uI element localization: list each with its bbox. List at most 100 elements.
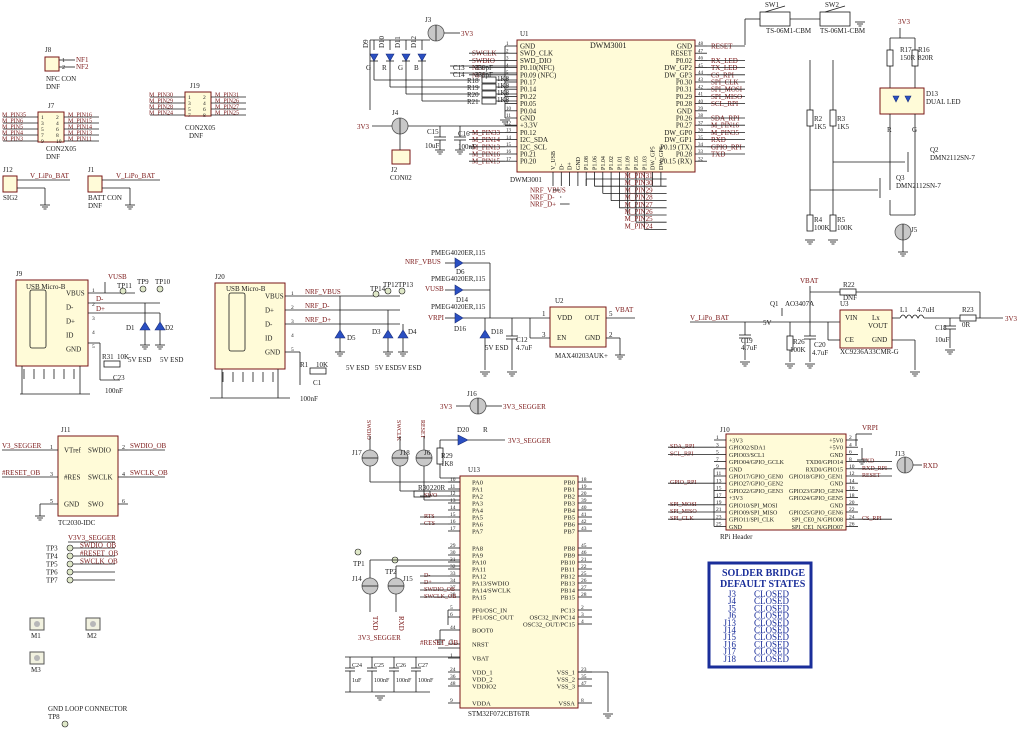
u13-right-num: 46 [581,550,587,556]
legend-state: CLOSED [754,603,790,613]
header-net: M_PIN24 [149,111,173,117]
u13-left-pin: PA15 [472,595,486,602]
legend-ref: J17 [723,647,736,657]
u1-right-num: 47 [698,49,704,54]
swd-label: RESET [419,420,425,439]
u1-bottom-net: M_PIN24 [625,222,654,230]
j10-right-num: 6 [849,450,852,456]
tp12-label: TP12 [383,281,399,289]
j1-battery: J1 BATT CON DNF V_LiPo_BAT [87,166,160,210]
j10-right-num: 10 [849,464,855,470]
d13-ref: D13 [926,90,939,98]
c15-cap: C15 10uF [425,126,446,155]
u1-right-num: 39 [698,107,704,112]
u1-right-pin: GND [677,43,692,51]
u2-num-5: 5 [609,310,613,318]
u13-right-num: 23 [581,667,587,673]
u13-right-num: 47 [581,681,587,687]
j4-net: 3V3 [357,123,370,131]
j10-right-pin: GPIO24/GPIO_GEN5 [789,496,843,502]
header-num: 5 [41,127,44,133]
c15-ref: C15 [427,128,439,136]
j7-ref: J7 [48,102,55,110]
d6-net: NRF_VBUS [405,258,441,266]
header-net: M_PIN16 [68,113,92,119]
u13-left-pin: PA13/SWDIO [472,581,510,588]
u1-left-num: 12 [506,121,512,126]
u1-left-pin: GND [520,43,535,51]
u1-left-num: 11 [506,114,511,119]
d16-ref: D16 [454,325,467,333]
testpoint-label: TP5 [46,561,58,569]
header-net: M_PIN6 [2,119,23,125]
legend-state: CLOSED [754,618,790,628]
header-num: 8 [56,133,59,139]
u1-left-num: 17 [506,157,512,162]
u13-right-num: 42 [581,519,587,525]
r5-val: 100K [837,224,853,232]
testpoint [66,560,74,568]
resistor-val: 1K8 [497,89,510,97]
j9-net-dp: D+ [96,305,105,313]
u13-right-pin: PB9 [564,553,575,560]
cdecap-net: 3V3_SEGGER [358,634,401,642]
usb-pin-num: 3 [291,319,294,325]
u1-right-num: 42 [698,85,704,90]
u1-right-pin: RESET [671,50,693,58]
j10-left-num: 13 [716,478,722,484]
j10-left-pin: GPIO04/GPIO_GCLK [729,460,785,466]
u1-right-pin: P0.27 [676,122,693,130]
j10-right-num: 20 [849,500,855,506]
r26-ref: R26 [793,338,805,346]
j10-left-num: 25 [716,522,722,528]
u2-num-3: 3 [542,331,546,339]
u13-right-pin: PB10 [561,560,575,567]
q1-v: 5V [763,319,772,327]
q2-ref: Q2 [930,146,939,154]
j8-dnf: DNF [46,83,60,91]
r23-ref: R23 [962,306,974,314]
u1-usb-net: NRF_D- [530,194,555,202]
u1-left-num: 9 [506,100,509,105]
u1-bottom-pin: P1.06 [593,156,599,170]
j10-right-pin: GPIO25/GPIO_GEN6 [789,511,843,517]
j11-left-pin: GND [64,501,79,509]
j12-name: SIG2 [3,194,18,202]
u13-right-pin: PB2 [564,494,575,501]
j13-ref: J13 [895,450,905,458]
header-num: 1 [188,95,191,101]
u1-bottom-pin: P1.04 [601,156,607,170]
u1-right-num: 36 [698,129,704,134]
u1-left-num: 3 [506,57,509,62]
u13-left-pin: PA0 [472,480,483,487]
u13-right-pin: PB3 [564,501,575,508]
legend-ref: J18 [723,654,736,664]
header-net: M_PIN3 [2,137,23,143]
resistor-ref: R21 [467,98,479,106]
j10-left-pin: GPIO22/GPIO_GEN3 [729,489,783,495]
u1-left-num: 16 [506,150,512,155]
j3-net: 3V3 [461,30,474,38]
l1-ref: L1 [900,306,908,314]
u1-right-net: SDA_RPI [711,115,740,123]
testpoint [66,552,74,560]
u1-right-net: CS_RPI [711,71,735,79]
cap-val: 100nF [374,678,390,684]
j11-right-pin: SWO [88,501,104,509]
u1-left-num: 7 [506,85,509,90]
j10-right-num: 2 [849,435,852,441]
c14-label: C14 [453,71,465,79]
u13-right-num: 28 [581,592,587,598]
c16-cap: C16 100nF [454,126,476,155]
d2-ref: D2 [165,324,174,332]
j8-net-nf2: NF2 [76,63,89,71]
led-color: B [414,64,419,72]
header-num: 4 [203,101,206,107]
u13-left-num: 5 [450,605,453,611]
u3-ref: U3 [840,300,849,308]
legend-state: CLOSED [754,654,790,664]
j10-right-num: 16 [849,486,855,492]
d18-val: 5V ESD [485,344,508,352]
u1-right-net: TXD [711,151,725,159]
